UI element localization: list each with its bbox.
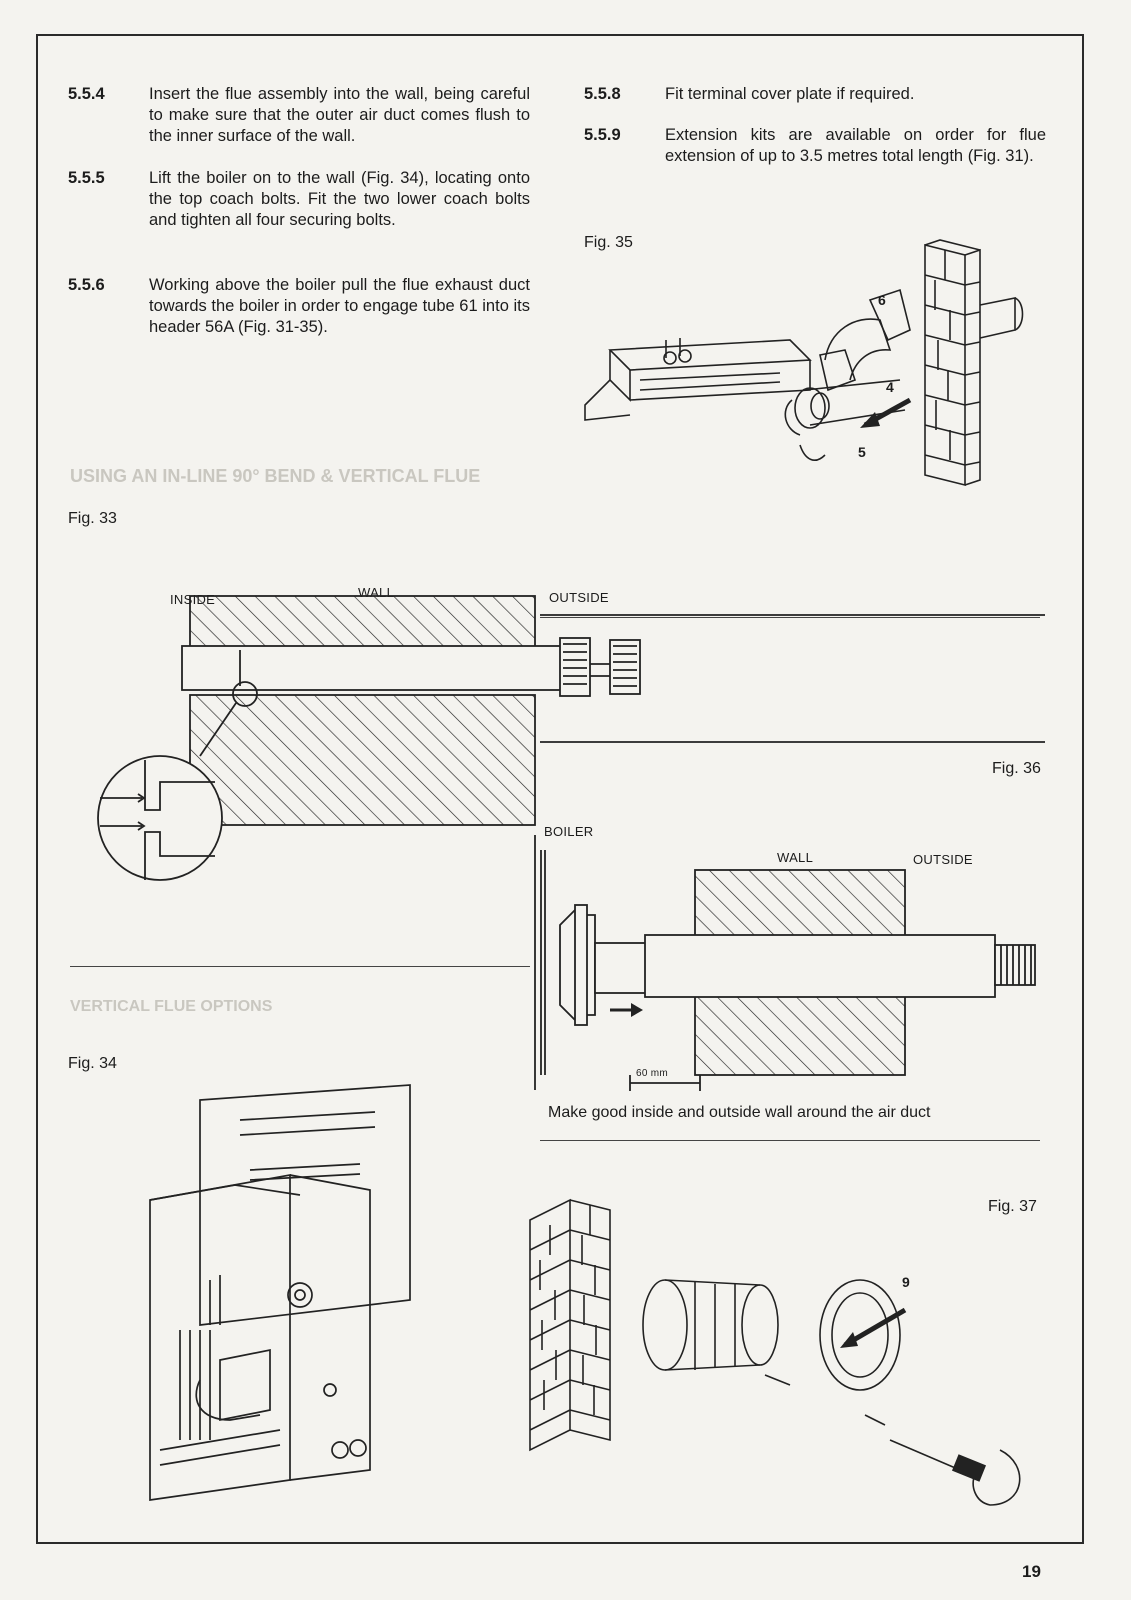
- bleed-through-heading-1: USING AN IN-LINE 90° BEND & VERTICAL FLU…: [70, 466, 481, 486]
- fig-35-callout-5: 5: [858, 444, 866, 460]
- fig-35-callout-6: 6: [878, 292, 886, 308]
- section-number: 5.5.8: [584, 85, 621, 103]
- section-5-5-9: 5.5.9 Extension kits are available on or…: [584, 125, 1046, 189]
- section-text: Extension kits are available on order fo…: [665, 126, 1046, 165]
- page-frame: [36, 34, 1084, 1544]
- section-text: Fit terminal cover plate if required.: [665, 85, 915, 103]
- section-number: 5.5.6: [68, 276, 105, 294]
- fig-36-dimension-label: 60 mm: [636, 1068, 669, 1079]
- fig-36-wall-label: WALL: [777, 850, 814, 865]
- fig-36-caption: Make good inside and outside wall around…: [548, 1104, 931, 1121]
- section-5-5-5: 5.5.5 Lift the boiler on to the wall (Fi…: [68, 168, 530, 254]
- section-number: 5.5.4: [68, 85, 105, 103]
- fig-35-label: Fig. 35: [584, 234, 633, 251]
- fig-36-outside-label: OUTSIDE: [913, 852, 973, 867]
- divider-right-2: [540, 1140, 1040, 1141]
- fig-35-callout-4: 4: [886, 379, 894, 395]
- fig-33-label: Fig. 33: [68, 510, 117, 527]
- section-text: Working above the boiler pull the flue e…: [149, 276, 530, 336]
- bleed-through-heading-2: VERTICAL FLUE OPTIONS: [70, 998, 273, 1015]
- fig-34-label: Fig. 34: [68, 1055, 117, 1072]
- section-5-5-6: 5.5.6 Working above the boiler pull the …: [68, 275, 530, 361]
- section-number: 5.5.5: [68, 169, 105, 187]
- fig-33-section-drawing: [97, 595, 1045, 881]
- fig-37-terminal-drawing: [529, 1198, 1021, 1506]
- fig-33-outside-label: OUTSIDE: [549, 590, 609, 605]
- fig-37-callout-9: 9: [902, 1274, 910, 1290]
- section-5-5-8: 5.5.8 Fit terminal cover plate if requir…: [584, 84, 1046, 106]
- divider-left-1: [70, 966, 530, 967]
- section-number: 5.5.9: [584, 126, 621, 144]
- section-text: Insert the flue assembly into the wall, …: [149, 85, 530, 145]
- fig-36-section-drawing: [534, 835, 1036, 1091]
- fig-34-boiler-drawing: [149, 1084, 411, 1501]
- section-text: Lift the boiler on to the wall (Fig. 34)…: [149, 169, 530, 229]
- section-5-5-4: 5.5.4 Insert the flue assembly into the …: [68, 84, 530, 148]
- divider-right-1: [540, 617, 1040, 618]
- fig-36-label: Fig. 36: [992, 760, 1041, 777]
- fig-36-boiler-label: BOILER: [544, 824, 594, 839]
- page-number: 19: [1022, 1562, 1041, 1581]
- fig-35-terminal-drawing: [584, 239, 1024, 487]
- fig-37-label: Fig. 37: [988, 1198, 1037, 1215]
